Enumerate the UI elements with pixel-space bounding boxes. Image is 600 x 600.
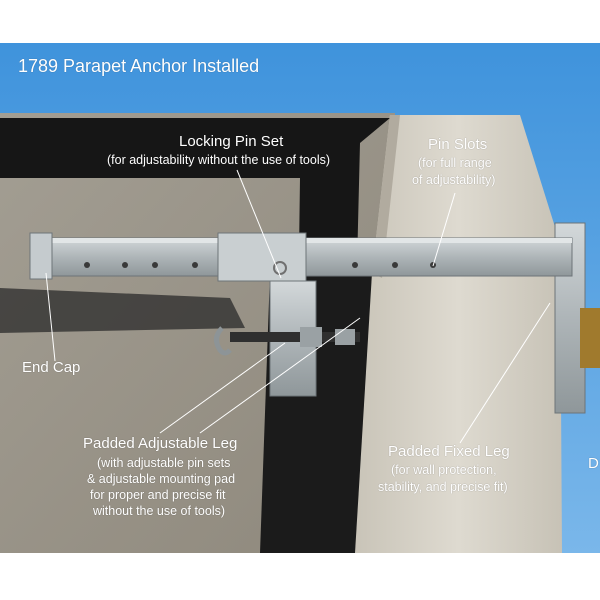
adjustable-leg-detail-3: for proper and precise fit — [90, 488, 226, 502]
adjustable-leg-detail-1: (with adjustable pin sets — [97, 456, 231, 470]
locking-sleeve — [217, 232, 307, 282]
parapet-wall — [355, 115, 562, 553]
callout-lines — [45, 169, 551, 444]
pin-slots-detail-2: of adjustability) — [412, 173, 496, 187]
fixed-leg-detail-2: stability, and precise fit) — [378, 480, 508, 494]
end-cap-label: End Cap — [22, 359, 81, 376]
locking-pin-detail: (for adjustability without the use of to… — [107, 153, 331, 167]
photo-title: 1789 Parapet Anchor Installed — [18, 56, 260, 76]
adjustable-leg-detail-4: without the use of tools) — [93, 504, 226, 518]
adjustable-leg-heading: Padded Adjustable Leg — [83, 435, 238, 452]
edge-text-fragment: D — [588, 455, 599, 472]
adjustable-leg-detail-2: & adjustable mounting pad — [87, 472, 236, 486]
end-cap — [29, 232, 53, 280]
pin-slots-heading: Pin Slots — [428, 136, 488, 153]
anchor-photo — [0, 43, 600, 553]
pin-slots-detail-1: (for full range — [418, 156, 492, 170]
fixed-leg-heading: Padded Fixed Leg — [388, 443, 510, 460]
photo-frame: 1789 Parapet Anchor Installed Locking Pi… — [0, 43, 600, 553]
locking-pin-heading: Locking Pin Set — [179, 133, 284, 150]
fixed-leg-detail-1: (for wall protection, — [391, 463, 497, 477]
